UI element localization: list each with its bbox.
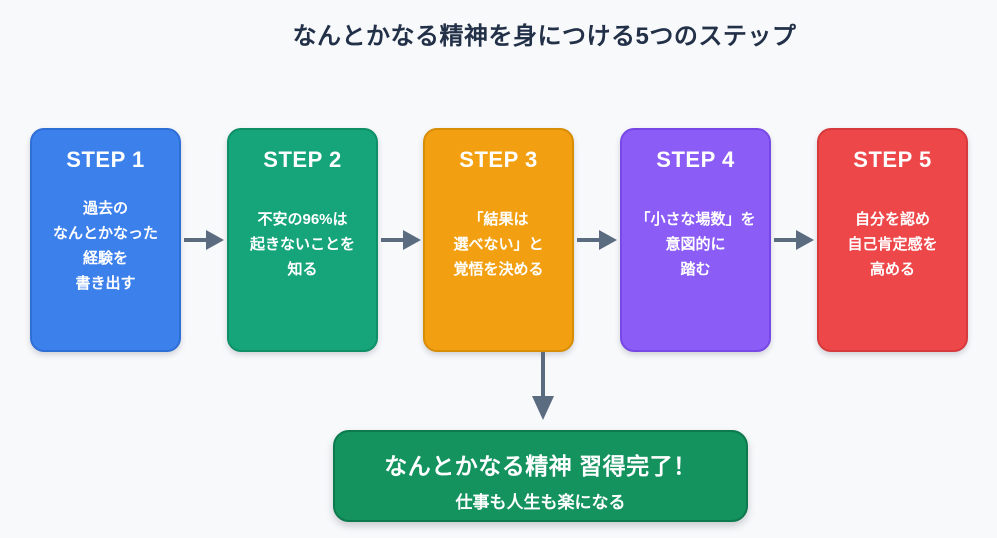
step-body-line: なんとかなった [52,225,158,242]
arrow-right-icon [774,230,814,250]
step-body-line: 高める [869,261,915,278]
arrow-head [206,230,224,250]
step-1-label: STEP 1 [66,147,145,172]
step-2-box: STEP 2 不安の96%は 起きないことを 知る [227,128,378,352]
step-5-label: STEP 5 [853,147,932,172]
step-3-label: STEP 3 [459,147,538,172]
arrow-down-icon [532,352,554,420]
step-3-description: 「結果は 選べない」と 覚悟を決める [425,207,572,282]
step-2-label: STEP 2 [263,147,342,172]
step-3-box: STEP 3 「結果は 選べない」と 覚悟を決める [423,128,574,352]
step-body-line: 選べない」と [453,236,544,253]
arrow-head [796,230,814,250]
step-2-description: 不安の96%は 起きないことを 知る [229,207,376,282]
step-5-box: STEP 5 自分を認め 自己肯定感を 高める [817,128,968,352]
arrow-right-icon [577,230,617,250]
step-body-line: 踏む [680,261,711,278]
step-body-line: 経験を [82,250,128,267]
step-body-line: 起きないことを [249,236,355,253]
step-body-line: 覚悟を決める [453,261,544,278]
arrow-right-icon [381,230,421,250]
step-5-description: 自分を認め 自己肯定感を 高める [819,207,966,282]
arrow-shaft [774,238,798,242]
step-body-line: 書き出す [75,275,136,292]
step-4-description: 「小さな場数」を 意図的に 踏む [622,207,769,282]
step-body-line: 自己肯定感を [847,236,938,253]
arrow-head [403,230,421,250]
arrow-shaft [184,238,208,242]
step-body-line: 意図的に [665,236,726,253]
page-title: なんとかなる精神を身につける5つのステップ [292,23,797,50]
step-body-line: 不安の96%は [257,211,348,228]
step-body-line: 「小さな場数」を [635,211,756,228]
result-subtitle: 仕事も人生も楽になる [455,493,626,512]
step-1-description: 過去の なんとかなった 経験を 書き出す [32,196,179,296]
step-body-line: 知る [287,261,318,278]
step-body-line: 自分を認め [854,211,930,228]
result-box: なんとかなる精神 習得完了！ 仕事も人生も楽になる [333,430,748,522]
arrow-head [532,396,554,420]
arrow-right-icon [184,230,224,250]
arrow-shaft [381,238,405,242]
step-body-line: 過去の [82,200,128,217]
step-4-box: STEP 4 「小さな場数」を 意図的に 踏む [620,128,771,352]
step-4-label: STEP 4 [656,147,735,172]
step-body-line: 「結果は [468,211,529,228]
arrow-shaft [577,238,601,242]
arrow-shaft [541,352,545,398]
arrow-head [599,230,617,250]
step-1-box: STEP 1 過去の なんとかなった 経験を 書き出す [30,128,181,352]
result-title: なんとかなる精神 習得完了！ [384,453,697,479]
